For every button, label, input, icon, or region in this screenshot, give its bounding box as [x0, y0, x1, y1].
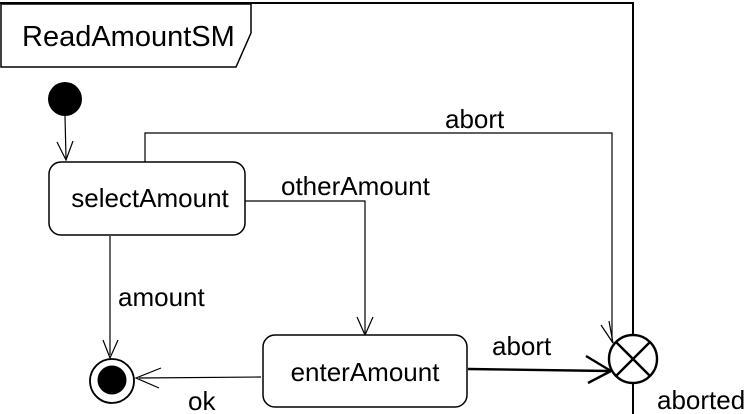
state-selectAmount: selectAmount [48, 161, 246, 236]
arrowhead-icon [56, 140, 74, 162]
exit-point-x-stroke [615, 341, 651, 377]
arrowhead-icon [134, 367, 162, 389]
transition-line [467, 367, 610, 373]
transition-line [64, 115, 67, 159]
final-state-inner-circle [97, 365, 127, 395]
transition-ok: ok [134, 367, 262, 414]
transition-line [245, 200, 366, 333]
arrowhead-icon [102, 339, 119, 360]
state-selectAmount-shape [48, 161, 246, 236]
transition-ok-label: ok [188, 386, 216, 414]
final-state-node [89, 358, 135, 404]
transition-amount-label: amount [118, 282, 205, 312]
diagram-frame-border [0, 2, 634, 414]
arrowhead-icon [600, 320, 614, 344]
arrowhead-icon [585, 354, 614, 385]
transition-initial-to-selectAmount [56, 115, 74, 162]
frame-title: ReadAmountSM [22, 21, 235, 53]
frame-title-tab [0, 3, 252, 68]
state-enterAmount-label: enterAmount [291, 357, 441, 387]
exit-point-node [607, 333, 659, 385]
state-enterAmount: enterAmount [262, 334, 468, 408]
transition-line [138, 376, 262, 379]
transition-amount: amount [102, 236, 205, 360]
transition-otherAmount: otherAmount [245, 171, 431, 337]
transition-selectAmount-abort: abort [144, 104, 614, 344]
transition-otherAmount-label: otherAmount [281, 171, 431, 201]
state-enterAmount-shape [262, 334, 468, 408]
exit-point-label: aborted [657, 385, 745, 414]
state-selectAmount-label: selectAmount [71, 183, 229, 213]
transition-enterAmount-abort: abort [467, 331, 614, 385]
transition-abort-top-label: abort [445, 104, 505, 134]
initial-state-node [48, 82, 82, 116]
transition-abort-bottom-label: abort [492, 331, 552, 361]
